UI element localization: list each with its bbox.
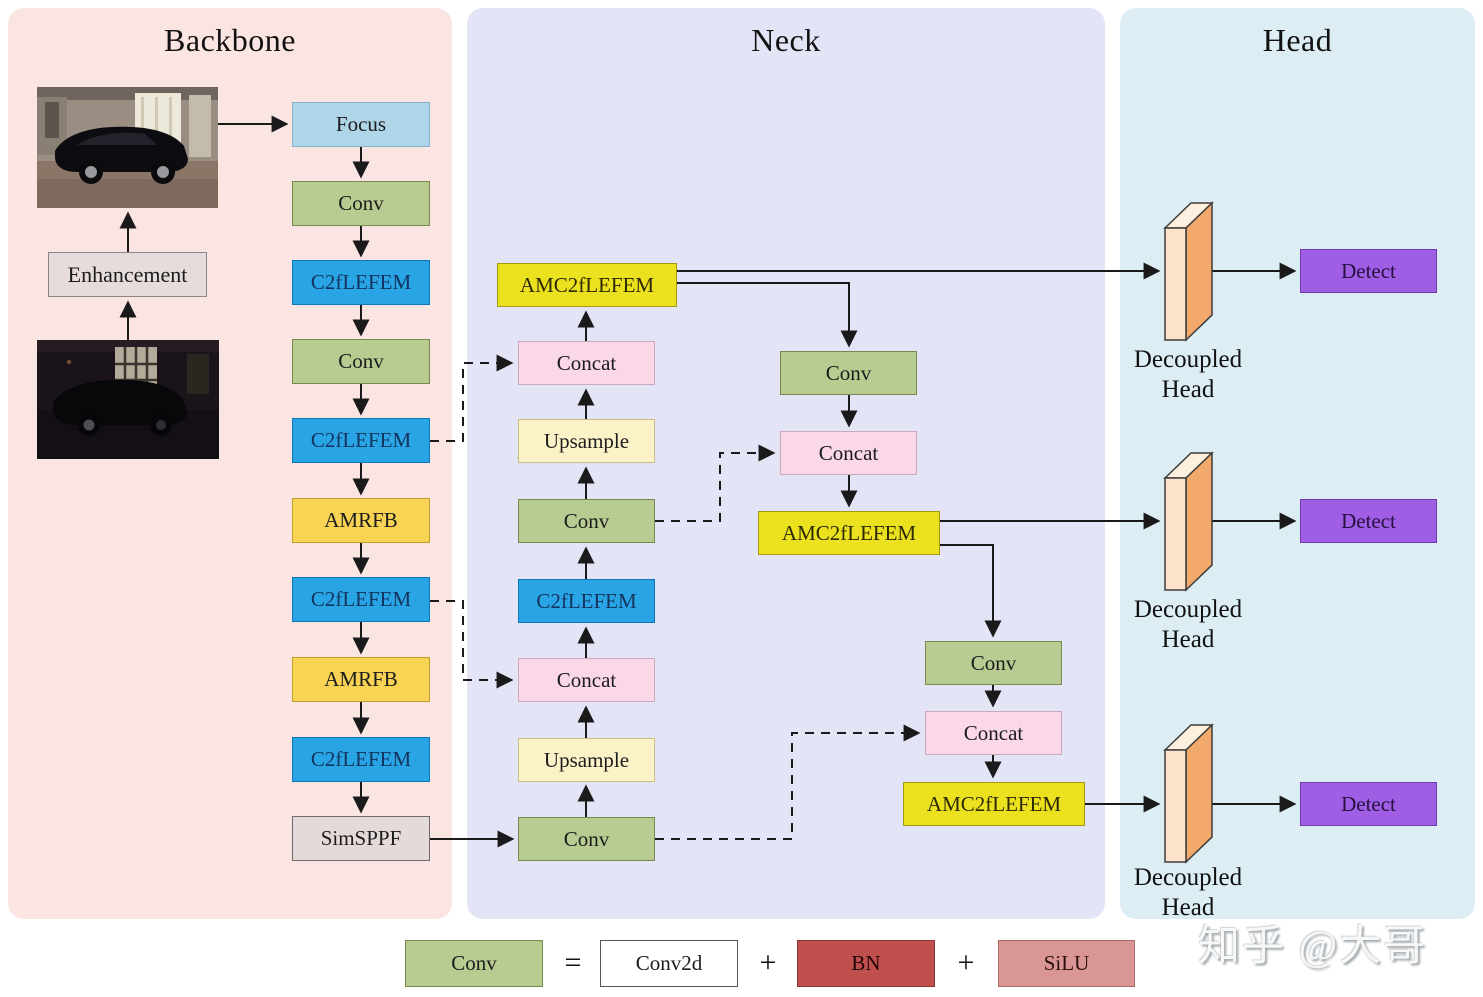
decoupled-head-label-3: Decoupled Head: [1133, 864, 1243, 921]
head-title: Head: [1262, 22, 1333, 58]
backbone-c2flefem-3: C2fLEFEM: [292, 577, 430, 622]
focus-box: Focus: [292, 102, 430, 147]
neck-concat-1: Concat: [518, 341, 655, 385]
legend-silu-box: SiLU: [998, 940, 1135, 987]
neck-concat-4: Concat: [925, 711, 1062, 755]
legend-plus-sign-1: +: [759, 946, 777, 979]
legend-conv-box: Conv: [405, 940, 543, 987]
neck-c2flefem: C2fLEFEM: [518, 579, 655, 623]
enhanced-car-photo: [37, 87, 218, 208]
enhancement-box: Enhancement: [48, 252, 207, 297]
legend-conv2d-box: Conv2d: [600, 940, 738, 987]
neck-conv-4: Conv: [925, 641, 1062, 685]
backbone-conv-2: Conv: [292, 339, 430, 384]
neck-conv-1: Conv: [518, 499, 655, 543]
backbone-amrfb-1: AMRFB: [292, 498, 430, 543]
detect-box-3: Detect: [1300, 782, 1437, 826]
low-light-car-photo: [37, 340, 219, 459]
neck-amc2flefem-3: AMC2fLEFEM: [903, 782, 1085, 826]
legend-bn-box: BN: [797, 940, 935, 987]
backbone-title: Backbone: [164, 22, 296, 58]
zhihu-watermark: 知乎 @大哥: [1198, 924, 1428, 970]
backbone-c2flefem-1: C2fLEFEM: [292, 260, 430, 305]
neck-title: Neck: [751, 22, 821, 58]
neck-amc2flefem-2: AMC2fLEFEM: [758, 511, 940, 555]
backbone-conv-1: Conv: [292, 181, 430, 226]
backbone-c2flefem-4: C2fLEFEM: [292, 737, 430, 782]
decoupled-head-label-1: Decoupled Head: [1133, 346, 1243, 403]
decoupled-head-label-2: Decoupled Head: [1133, 596, 1243, 653]
detect-box-2: Detect: [1300, 499, 1437, 543]
legend-equals-sign: =: [564, 946, 582, 979]
neck-upsample-2: Upsample: [518, 738, 655, 782]
legend-plus-sign-2: +: [957, 946, 975, 979]
neck-conv-3: Conv: [780, 351, 917, 395]
neck-concat-3: Concat: [780, 431, 917, 475]
neck-upsample-1: Upsample: [518, 419, 655, 463]
neck-concat-2: Concat: [518, 658, 655, 702]
simsppf-box: SimSPPF: [292, 816, 430, 861]
neck-amc2flefem-1: AMC2fLEFEM: [497, 263, 677, 307]
neck-conv-2: Conv: [518, 817, 655, 861]
backbone-amrfb-2: AMRFB: [292, 657, 430, 702]
backbone-c2flefem-2: C2fLEFEM: [292, 418, 430, 463]
detect-box-1: Detect: [1300, 249, 1437, 293]
